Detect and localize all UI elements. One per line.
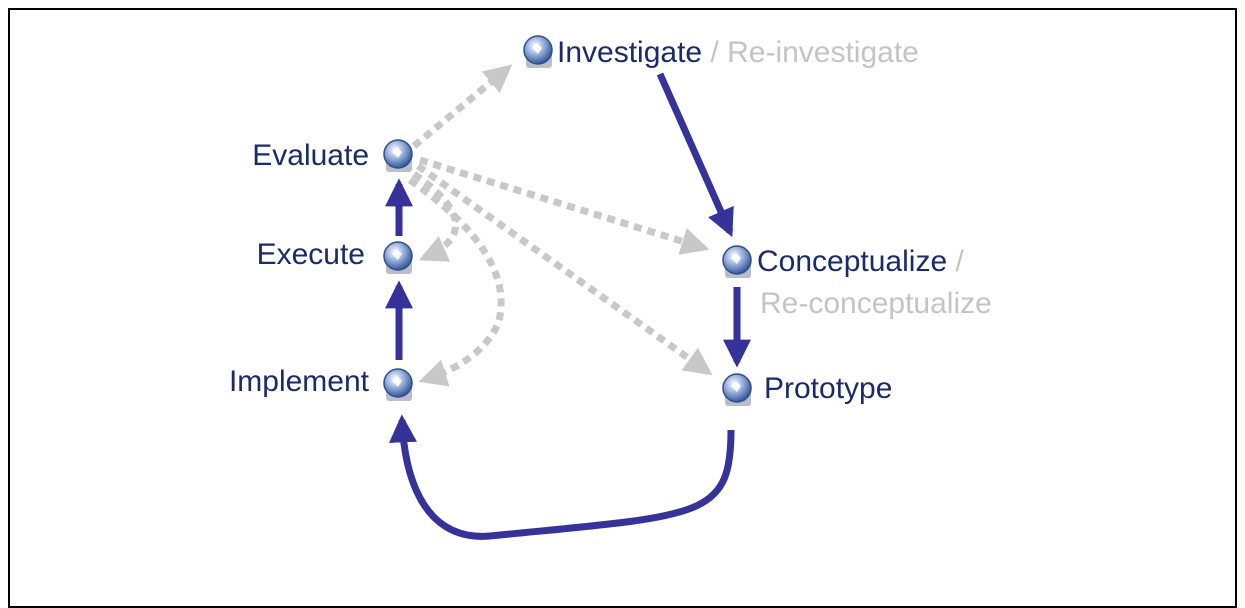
globe-icon [722, 373, 752, 406]
node-conceptualize: Conceptualize / [757, 245, 964, 279]
node-slash-conceptualize: / [947, 245, 964, 278]
node-alt-label-conceptualize: Re-conceptualize [760, 287, 992, 320]
arrow-evaluate-to-prototype [415, 163, 713, 376]
node-label-implement: Implement [228, 365, 369, 398]
arrow-prototype-to-implement [388, 414, 735, 540]
globe-icon [523, 35, 553, 68]
globe-icon [722, 245, 752, 278]
globe-icon [383, 368, 413, 401]
node-label-investigate: Investigate [557, 36, 703, 69]
node-label-evaluate: Evaluate [252, 139, 369, 172]
node-icons [383, 35, 752, 406]
secondary-arrows [407, 64, 713, 387]
node-alt-label-investigate: / Re-investigate [702, 36, 919, 69]
globe-icon [383, 139, 413, 172]
arrow-evaluate-to-investigate [411, 64, 513, 149]
primary-arrows [385, 72, 751, 540]
arrow-evaluate-to-execute [412, 171, 459, 262]
arrow-evaluate-to-conceptualize [418, 156, 710, 255]
node-label-conceptualize: Conceptualize [757, 245, 948, 278]
arrow-evaluate-to-implement [407, 177, 505, 387]
arrow-investigate-to-conceptualize [656, 72, 734, 238]
process-diagram [383, 35, 752, 540]
diagram-frame [8, 8, 1237, 608]
globe-icon [383, 241, 413, 274]
node-label-prototype: Prototype [764, 372, 893, 405]
node-investigate: Investigate / Re-investigate [557, 36, 919, 70]
node-label-execute: Execute [256, 238, 365, 271]
